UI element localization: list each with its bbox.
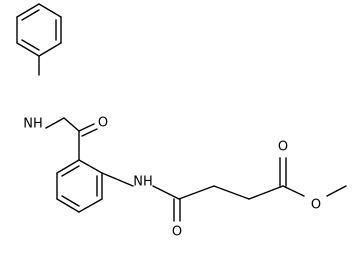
- atom-label-o-1: O: [98, 116, 108, 131]
- bond: [63, 117, 80, 132]
- atom-label-nh-2: NH: [133, 175, 153, 190]
- bond: [16, 3, 40, 18]
- bond: [56, 198, 80, 213]
- bond: [213, 185, 250, 200]
- bond: [248, 185, 284, 200]
- bond: [152, 185, 180, 200]
- bond-double-inner: [61, 195, 80, 207]
- bond-double-inner: [21, 39, 40, 51]
- bond-double: [78, 123, 95, 132]
- bonds: [16, 3, 347, 222]
- bond: [282, 185, 305, 197]
- atom-label-nh-1: NH: [23, 117, 43, 132]
- atom-label-o-2: O: [172, 225, 182, 240]
- bond: [38, 3, 62, 18]
- atom-label-o-4: O: [311, 198, 321, 213]
- atom-label-o-3: O: [278, 140, 288, 155]
- bond: [16, 42, 40, 57]
- bond-double-inner: [21, 9, 40, 21]
- bond: [56, 159, 80, 174]
- atom-labels: NH O NH O O O: [23, 116, 321, 240]
- bond: [78, 198, 103, 213]
- bond: [38, 42, 62, 57]
- bond-double-inner: [61, 165, 80, 177]
- bond: [178, 185, 215, 200]
- bond: [326, 185, 347, 197]
- bond: [45, 117, 65, 129]
- bond: [101, 172, 134, 187]
- bond-double: [81, 128, 98, 137]
- bond: [78, 159, 103, 174]
